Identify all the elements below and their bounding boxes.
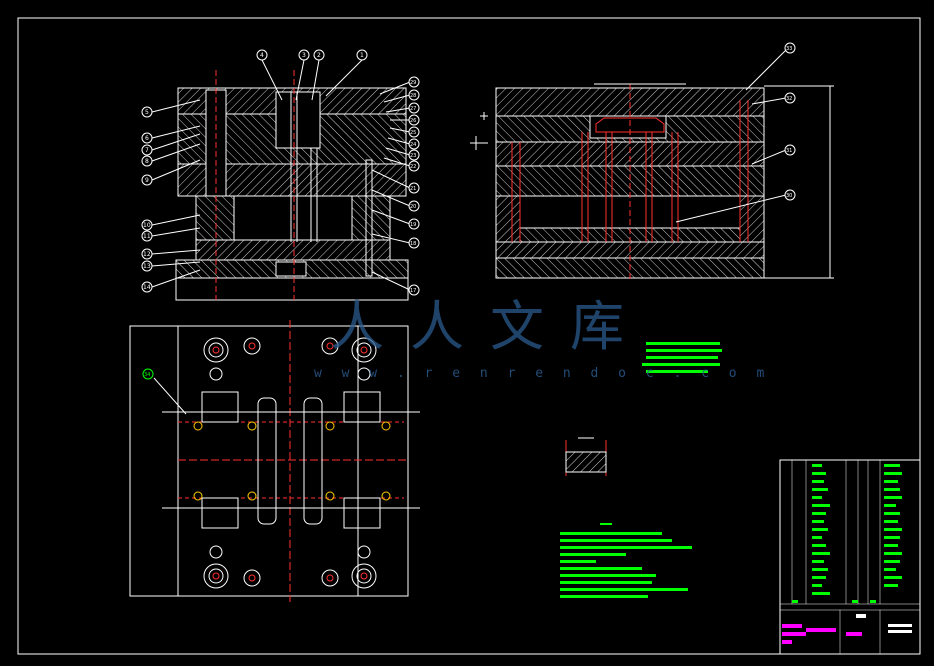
- svg-text:28: 28: [410, 93, 416, 99]
- front-view-callouts-top: 4 3 2 1: [256, 49, 368, 101]
- callout-9: 9: [145, 177, 149, 184]
- svg-text:30: 30: [786, 193, 792, 199]
- tech-notes-upper: [642, 342, 722, 373]
- callout-10: 10: [143, 222, 151, 229]
- callout-8: 8: [145, 158, 149, 165]
- callout-2: 2: [317, 52, 321, 59]
- front-view-callouts-left: 5 6 7 8 9 10 11 12 13 14: [141, 99, 201, 293]
- callout-3: 3: [302, 52, 306, 59]
- svg-text:33: 33: [786, 46, 792, 52]
- svg-text:20: 20: [410, 204, 416, 210]
- svg-text:22: 22: [410, 164, 416, 170]
- svg-text:32: 32: [786, 96, 792, 102]
- callout-13: 13: [143, 263, 151, 270]
- callout-12: 12: [143, 251, 151, 258]
- callout-34: 34: [144, 372, 150, 378]
- side-view-callouts: 33 32 31 30: [675, 42, 796, 223]
- svg-text:31: 31: [786, 148, 792, 154]
- svg-text:29: 29: [410, 80, 416, 86]
- svg-text:19: 19: [410, 222, 416, 228]
- watermark-url: w w w . r e n r e n d o c . c o m: [314, 366, 771, 381]
- svg-text:27: 27: [410, 106, 416, 112]
- detail-view: [565, 437, 607, 476]
- svg-text:23: 23: [410, 153, 416, 159]
- sheet-border: [17, 17, 921, 655]
- svg-text:17: 17: [410, 288, 416, 294]
- svg-text:21: 21: [410, 186, 416, 192]
- callout-5: 5: [145, 109, 149, 116]
- front-view-callouts-right: 29 28 27 26 25 24 23 22 21 20 19 18 17: [371, 76, 420, 296]
- front-section-view: [175, 70, 409, 301]
- svg-text:24: 24: [410, 142, 416, 148]
- watermark-logo-text: 人人文库: [330, 295, 650, 358]
- side-section-view: [470, 83, 834, 280]
- tech-notes-lower: [560, 523, 692, 598]
- svg-text:18: 18: [410, 241, 416, 247]
- callout-1: 1: [360, 52, 364, 59]
- svg-text:25: 25: [410, 130, 416, 136]
- callout-14: 14: [143, 284, 151, 291]
- callout-6: 6: [145, 135, 149, 142]
- callout-11: 11: [143, 233, 151, 240]
- title-block: [779, 459, 921, 655]
- svg-text:26: 26: [410, 118, 416, 124]
- callout-7: 7: [145, 147, 149, 154]
- callout-4: 4: [260, 52, 264, 59]
- plan-view: 34: [129, 320, 420, 602]
